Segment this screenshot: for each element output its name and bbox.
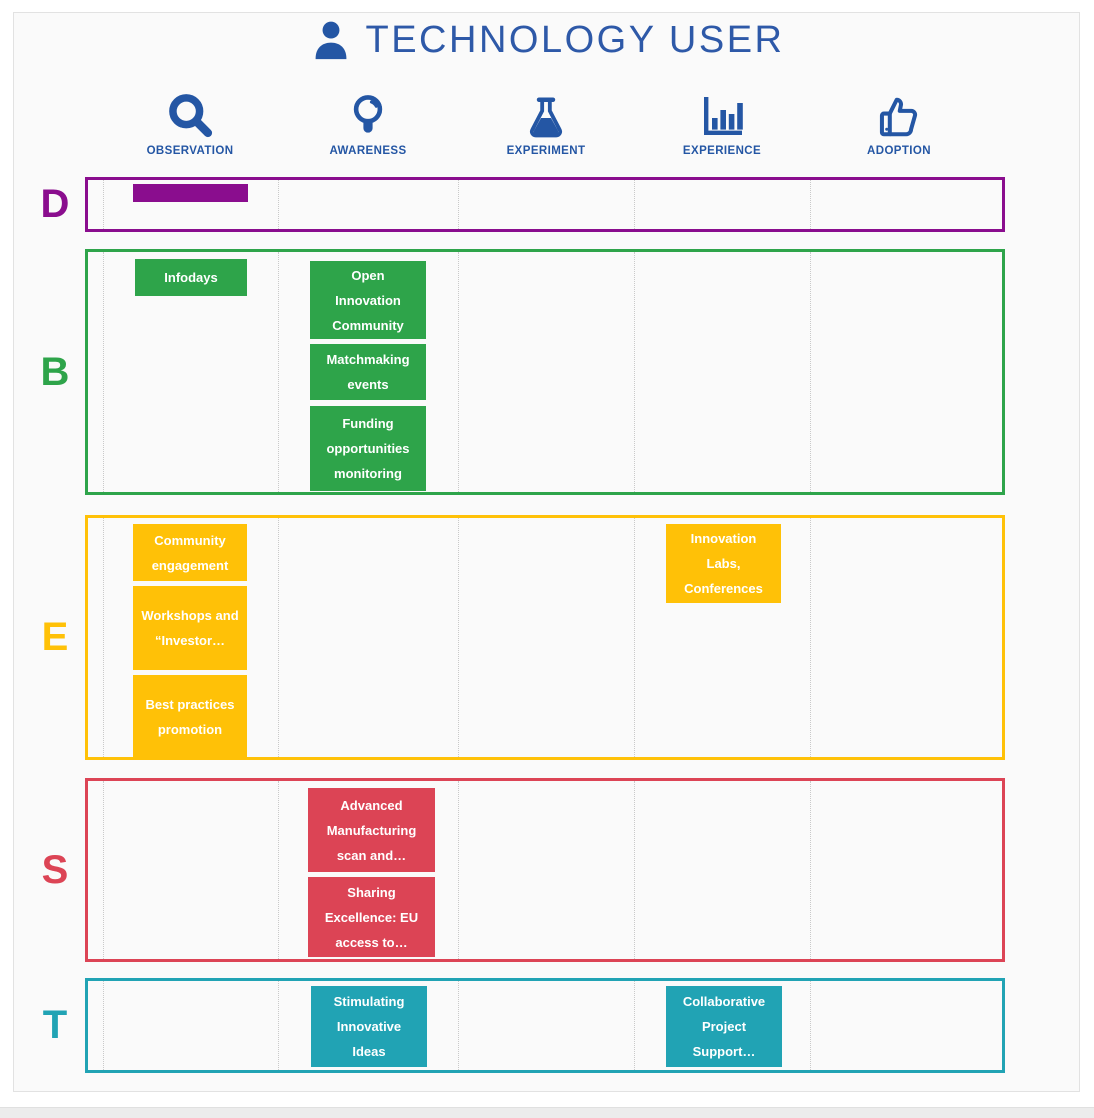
column-separator bbox=[634, 518, 635, 757]
stage-observation: OBSERVATION bbox=[100, 90, 280, 157]
thumbs-up-icon bbox=[809, 90, 989, 140]
row-e: Community engagement Workshops and “Inve… bbox=[85, 515, 1005, 760]
matrix-item[interactable]: Sharing Excellence: EU access to… bbox=[308, 877, 435, 957]
column-separator bbox=[810, 252, 811, 492]
row-label-b: B bbox=[40, 349, 70, 394]
matrix-item[interactable]: Innovation Labs, Conferences bbox=[666, 524, 781, 603]
matrix-item[interactable]: Advanced Manufacturing scan and… bbox=[308, 788, 435, 872]
column-separator bbox=[810, 981, 811, 1070]
matrix-item[interactable]: Collaborative Project Support… bbox=[666, 986, 782, 1067]
row-s: Advanced Manufacturing scan and… Sharing… bbox=[85, 778, 1005, 962]
column-separator bbox=[103, 180, 104, 229]
column-separator bbox=[458, 252, 459, 492]
matrix-item-unlabeled[interactable] bbox=[133, 184, 248, 202]
flask-icon bbox=[456, 90, 636, 140]
column-separator bbox=[278, 518, 279, 757]
row-d bbox=[85, 177, 1005, 232]
matrix-item[interactable]: Stimulating Innovative Ideas bbox=[311, 986, 427, 1067]
column-separator bbox=[634, 781, 635, 959]
column-separator bbox=[278, 180, 279, 229]
column-separator bbox=[810, 518, 811, 757]
stage-label: EXPERIMENT bbox=[506, 145, 586, 157]
column-separator bbox=[103, 252, 104, 492]
column-separator bbox=[278, 781, 279, 959]
matrix-item[interactable]: Open Innovation Community bbox=[310, 261, 426, 339]
row-label-s: S bbox=[41, 847, 69, 892]
row-label-e: E bbox=[41, 615, 69, 659]
column-separator bbox=[634, 981, 635, 1070]
column-separator bbox=[278, 981, 279, 1070]
matrix-item[interactable]: Community engagement bbox=[133, 524, 247, 581]
column-separator bbox=[458, 180, 459, 229]
column-separator bbox=[810, 180, 811, 229]
stage-label: ADOPTION bbox=[867, 145, 931, 157]
stage-label: EXPERIENCE bbox=[682, 145, 762, 157]
column-separator bbox=[103, 981, 104, 1070]
column-separator bbox=[103, 781, 104, 959]
matrix-item[interactable]: Best practices promotion bbox=[133, 675, 247, 758]
lightbulb-icon bbox=[278, 90, 458, 140]
footer-strip bbox=[0, 1107, 1094, 1118]
matrix-item[interactable]: Funding opportunities monitoring bbox=[310, 406, 426, 491]
column-separator bbox=[458, 781, 459, 959]
technology-user-icon bbox=[309, 18, 353, 62]
column-separator bbox=[458, 981, 459, 1070]
stage-label: OBSERVATION bbox=[146, 145, 234, 157]
magnifier-icon bbox=[100, 90, 280, 140]
row-t: Stimulating Innovative Ideas Collaborati… bbox=[85, 978, 1005, 1073]
stage-experiment: EXPERIMENT bbox=[456, 90, 636, 157]
column-separator bbox=[103, 518, 104, 757]
stage-awareness: AWARENESS bbox=[278, 90, 458, 157]
matrix-item[interactable]: Infodays bbox=[135, 259, 247, 296]
row-b: Infodays Open Innovation Community Match… bbox=[85, 249, 1005, 495]
row-label-d: D bbox=[40, 182, 70, 226]
row-label-t: T bbox=[42, 1003, 68, 1047]
column-separator bbox=[810, 781, 811, 959]
matrix-item[interactable]: Matchmaking events bbox=[310, 344, 426, 400]
page-title-row: TECHNOLOGY USER bbox=[13, 14, 1080, 66]
stage-label: AWARENESS bbox=[329, 145, 407, 157]
column-separator bbox=[458, 518, 459, 757]
column-separator bbox=[634, 252, 635, 492]
bar-chart-icon bbox=[632, 90, 812, 140]
column-separator bbox=[278, 252, 279, 492]
stage-adoption: ADOPTION bbox=[809, 90, 989, 157]
matrix-item[interactable]: Workshops and “Investor… bbox=[133, 586, 247, 670]
stage-experience: EXPERIENCE bbox=[632, 90, 812, 157]
column-separator bbox=[634, 180, 635, 229]
page-title: TECHNOLOGY USER bbox=[365, 18, 785, 61]
